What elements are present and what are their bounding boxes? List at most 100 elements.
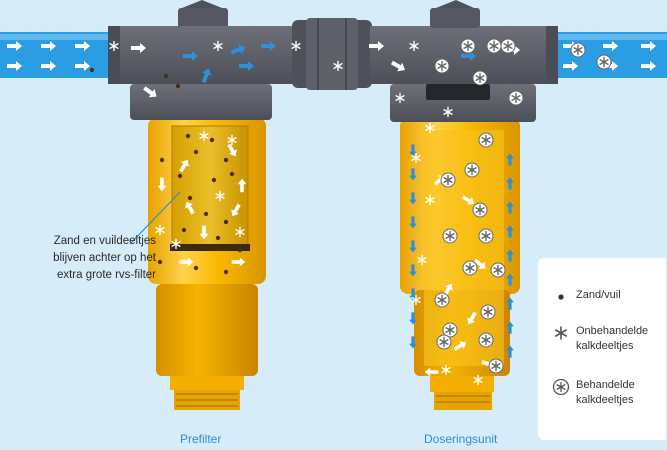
- flow-arrow-icon: [467, 311, 477, 325]
- dirt-particle: [181, 227, 187, 233]
- untreated-particle: [425, 122, 435, 134]
- legend-label: Onbehandelde: [576, 325, 649, 337]
- untreated-particle: [409, 40, 419, 52]
- dosering-body: [400, 118, 520, 410]
- legend-label: Zand/vuil: [576, 289, 621, 301]
- flow-arrow-icon: [408, 336, 418, 349]
- treated-particle: [478, 228, 494, 244]
- untreated-particle: [411, 152, 421, 164]
- untreated-particle: [441, 364, 451, 376]
- treated-particle: [478, 132, 494, 148]
- flow-arrow-icon: [641, 61, 656, 71]
- dirt-particle: [187, 195, 193, 201]
- dirt-particle: [159, 157, 165, 163]
- pipe-highlight-left: [0, 34, 118, 40]
- flow-arrow-icon: [603, 61, 618, 71]
- untreated-particle: [395, 92, 405, 104]
- treated-particle: [570, 42, 586, 58]
- dirt-particle: [211, 177, 217, 183]
- flow-arrow-icon: [505, 273, 515, 286]
- treated-particle: [596, 54, 612, 70]
- dirt-dot-icon: [558, 294, 564, 300]
- flow-arrow-icon: [143, 86, 157, 98]
- untreated-particle: [215, 190, 225, 202]
- flow-arrow-icon: [231, 203, 241, 217]
- dosering-inner-chamber: [424, 130, 504, 366]
- dirt-particle: [223, 157, 229, 163]
- treated-particle: [488, 358, 504, 374]
- untreated-particle: [291, 40, 301, 52]
- flow-arrow-icon: [443, 283, 453, 297]
- prefilter-housing: [108, 0, 294, 120]
- untreated-particle: [333, 60, 343, 72]
- flow-arrow-icon: [505, 345, 515, 358]
- untreated-particle: [213, 40, 223, 52]
- flow-arrow-icon: [408, 264, 418, 277]
- flow-arrow-icon: [185, 201, 195, 215]
- flow-arrow-icon: [239, 61, 254, 71]
- treated-particle: [440, 172, 456, 188]
- untreated-particle: [411, 294, 421, 306]
- legend-item-untreated: Onbehandelde kalkdeeltjes: [552, 324, 660, 354]
- treated-particle: [442, 322, 458, 338]
- dirt-particle: [203, 211, 209, 217]
- legend-item-treated: Behandelde kalkdeeltjes: [552, 378, 660, 408]
- legend-panel: Zand/vuil Onbehandelde kalkdeeltjes: [538, 258, 666, 440]
- treated-particle: [434, 58, 450, 74]
- treated-particle: [462, 260, 478, 276]
- flow-arrow-icon: [408, 144, 418, 157]
- flow-arrow-icon: [75, 41, 90, 51]
- callout-leader-line: [129, 191, 181, 245]
- flow-arrow-icon: [201, 68, 212, 84]
- flow-arrow-icon: [230, 44, 246, 55]
- treated-particle: [472, 70, 488, 86]
- flow-arrow-icon: [408, 216, 418, 229]
- dirt-particle: [215, 235, 221, 241]
- untreated-particle: [109, 40, 119, 52]
- dirt-particle: [237, 247, 243, 253]
- treated-particle: [460, 38, 476, 54]
- flow-arrow-icon: [408, 192, 418, 205]
- coupling: [292, 18, 372, 90]
- flow-arrow-icon: [7, 61, 22, 71]
- flow-arrow-icon: [41, 41, 56, 51]
- filter-screen-base: [170, 244, 250, 251]
- flow-arrow-icon: [75, 61, 90, 71]
- callout-line: extra grote rvs-filter: [56, 269, 156, 281]
- flow-arrow-icon: [505, 297, 515, 310]
- pipe-highlight-right: [548, 34, 667, 40]
- treated-particle: [478, 332, 494, 348]
- dosering-label: Doseringsunit: [424, 432, 498, 446]
- flow-arrow-icon: [179, 159, 189, 173]
- flow-arrow-icon: [7, 41, 22, 51]
- flow-arrow-icon: [183, 51, 198, 61]
- dirt-particle: [229, 171, 235, 177]
- untreated-particle: [235, 226, 245, 238]
- flow-arrow-icon: [603, 41, 618, 51]
- flow-arrow-icon: [505, 201, 515, 214]
- untreated-particle: [443, 106, 453, 118]
- dosing-cartridge: [426, 84, 490, 100]
- callout-line: blijven achter op het: [53, 252, 156, 264]
- flow-arrow-icon: [390, 60, 405, 72]
- treated-particle: [434, 292, 450, 308]
- flow-arrows: [7, 41, 656, 377]
- treated-particle: [442, 228, 458, 244]
- dirt-particle: [177, 173, 183, 179]
- circled-asterisk-icon: [552, 378, 570, 396]
- flow-arrow-icon: [261, 41, 276, 51]
- flow-arrow-icon: [424, 367, 439, 377]
- flow-arrow-icon: [157, 177, 167, 192]
- untreated-particle: [425, 194, 435, 206]
- callout-line: Zand en vuildeeltjes: [53, 235, 156, 247]
- flow-arrow-icon: [408, 168, 418, 181]
- flow-arrow-icon: [179, 257, 194, 267]
- dirt-particle: [163, 73, 169, 79]
- flow-arrow-icon: [461, 51, 476, 61]
- flow-arrow-icon: [453, 341, 467, 351]
- untreated-particle: [417, 254, 427, 266]
- flow-arrow-icon: [231, 257, 246, 267]
- flow-arrow-icon: [237, 178, 247, 193]
